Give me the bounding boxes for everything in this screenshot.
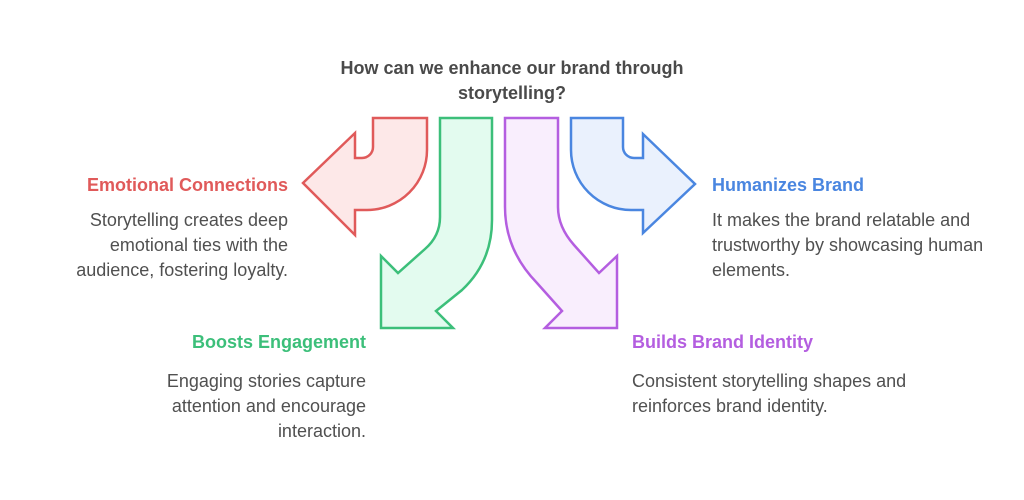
item-emotional-connections: Emotional Connections Storytelling creat… <box>40 174 288 283</box>
item-description: Consistent storytelling shapes and reinf… <box>632 371 907 416</box>
item-title: Boosts Engagement <box>191 332 366 352</box>
item-title: Builds Brand Identity <box>632 332 814 352</box>
item-description: It makes the brand relatable and trustwo… <box>712 210 984 280</box>
item-boosts-engagement: Boosts Engagement Engaging stories captu… <box>110 331 366 444</box>
item-description: Storytelling creates deep emotional ties… <box>76 210 288 280</box>
arrow-boosts-engagement <box>379 116 494 330</box>
arrow-emotional-connections <box>301 116 429 239</box>
item-description: Engaging stories capture attention and e… <box>166 371 366 441</box>
diagram-title: How can we enhance our brand through sto… <box>340 58 684 103</box>
item-title: Emotional Connections <box>86 175 288 195</box>
item-builds-brand-identity: Builds Brand Identity Consistent storyte… <box>632 331 912 419</box>
item-title: Humanizes Brand <box>712 175 865 195</box>
item-humanizes-brand: Humanizes Brand It makes the brand relat… <box>712 174 992 283</box>
arrow-builds-brand-identity <box>503 116 619 330</box>
arrow-humanizes-brand <box>569 116 697 236</box>
